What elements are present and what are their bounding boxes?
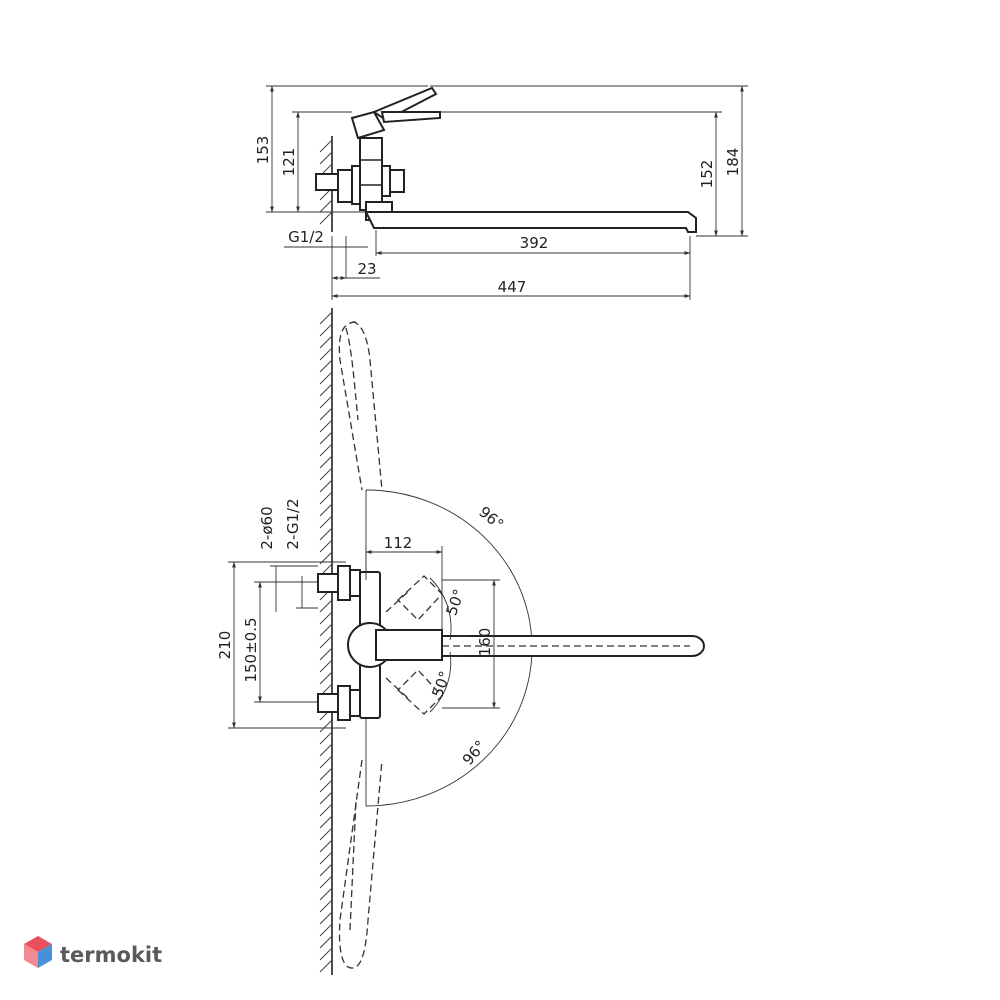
wall-hatch-line (319, 875, 333, 889)
dim-153: 153 (254, 136, 272, 165)
wall-hatch-line (319, 911, 333, 925)
top-eccentric-upper (317, 565, 361, 601)
wall-hatch-line (319, 395, 333, 409)
wall-hatch-line (319, 851, 333, 865)
angle-96-upper: 96° (475, 503, 507, 534)
wall-hatch-line (319, 443, 333, 457)
wall-hatch-line (319, 515, 333, 529)
wall-hatch-line (319, 359, 333, 373)
wall-hatch-line (319, 311, 333, 325)
side-view: 153 121 152 184 G1/2 392 23 447 (254, 85, 748, 300)
angle-96-lower: 96° (459, 737, 490, 769)
wall-hatch-line (319, 635, 333, 649)
side-lever-handle (350, 86, 441, 140)
wall-hatch-line (319, 923, 333, 937)
wall-hatch-line (319, 755, 333, 769)
dim-thread-g12: G1/2 (288, 228, 324, 246)
dim-184: 184 (724, 148, 742, 177)
dim-210: 210 (216, 631, 234, 660)
angle-50-upper: 50° (442, 587, 468, 618)
wall-hatch-line (319, 539, 333, 553)
wall-hatch-line (319, 455, 333, 469)
wall-hatch-line (319, 527, 333, 541)
side-dim-lines (266, 85, 748, 300)
wall-hatch-line (319, 407, 333, 421)
wall-hatch-line (319, 947, 333, 961)
wall-hatch-line (319, 623, 333, 637)
side-spout (364, 211, 697, 233)
top-wall (319, 308, 333, 975)
wall-hatch-line (319, 839, 333, 853)
wall-hatch-line (319, 659, 333, 673)
wall-hatch-line (319, 791, 333, 805)
wall-hatch-line (319, 767, 333, 781)
wall-hatch-line (319, 887, 333, 901)
wall-hatch-line (319, 599, 333, 613)
wall-hatch-line (319, 863, 333, 877)
dim-150: 150±0.5 (242, 617, 260, 682)
dim-2-dia60: 2-ø60 (258, 506, 276, 549)
wall-hatch-line (319, 719, 333, 733)
top-view: 2-ø60 2-G1/2 210 150±0.5 112 160 50° 50°… (216, 308, 705, 975)
top-body (347, 571, 443, 719)
wall-hatch-line (319, 503, 333, 517)
logo-cube-icon (24, 936, 52, 968)
wall-hatch-line (319, 743, 333, 757)
wall-hatch-line (319, 899, 333, 913)
dim-160: 160 (476, 628, 494, 657)
dim-447: 447 (498, 278, 527, 296)
logo-wordmark: termokit (60, 943, 162, 967)
wall-hatch-line (319, 803, 333, 817)
dim-121: 121 (280, 148, 298, 177)
wall-hatch-line (319, 827, 333, 841)
top-dim-lines (228, 546, 500, 729)
top-eccentric-lower (317, 685, 361, 721)
wall-hatch-line (319, 335, 333, 349)
wall-hatch-line (319, 467, 333, 481)
wall-hatch-line (319, 371, 333, 385)
wall-hatch-line (319, 491, 333, 505)
termokit-logo: termokit (24, 936, 162, 968)
wall-hatch-line (319, 611, 333, 625)
wall-hatch-line (319, 419, 333, 433)
dim-23: 23 (357, 260, 376, 278)
wall-hatch-line (319, 479, 333, 493)
dim-392: 392 (520, 234, 549, 252)
side-body (359, 137, 405, 221)
wall-hatch-line (319, 959, 333, 973)
dim-2-g12: 2-G1/2 (284, 498, 302, 549)
wall-hatch-line (319, 731, 333, 745)
wall-hatch-line (319, 671, 333, 685)
wall-hatch-line (319, 323, 333, 337)
wall-hatch-line (319, 815, 333, 829)
wall-hatch-line (319, 383, 333, 397)
top-spout (441, 635, 705, 657)
wall-hatch-line (319, 431, 333, 445)
angle-50-lower: 50° (428, 669, 454, 700)
dim-112: 112 (384, 534, 413, 552)
side-eccentric (315, 165, 361, 205)
wall-hatch-line (319, 779, 333, 793)
wall-hatch-line (319, 647, 333, 661)
wall-hatch-line (319, 935, 333, 949)
wall-hatch-line (319, 347, 333, 361)
dim-152: 152 (698, 160, 716, 189)
